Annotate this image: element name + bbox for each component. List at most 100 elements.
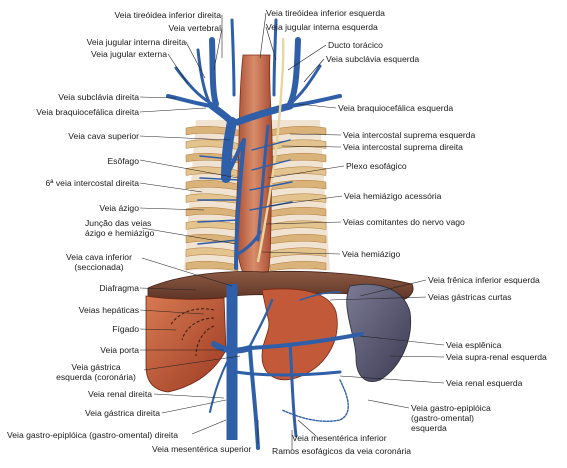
rib-right	[269, 180, 327, 191]
label-comitantes-vago: Veias comitantes do nervo vago	[343, 217, 465, 227]
leader-line	[359, 279, 427, 297]
label-mesenterica-sup: Veia mesentérica superior	[152, 444, 252, 454]
leader-line	[139, 135, 231, 141]
label-intercostal-sup-esq: Veia intercostal suprema esquerda	[343, 130, 476, 140]
label-jugular-ext: Veia jugular externa	[91, 49, 167, 59]
leader-line	[139, 207, 205, 211]
label-juncao-line-1: Junção das veias	[85, 218, 152, 228]
leader-line	[329, 296, 427, 301]
hepatic-veins	[169, 308, 215, 357]
label-tireoidea-inf-esq: Veia tireóidea inferior esquerda	[266, 8, 385, 18]
azygos-system	[197, 117, 293, 270]
leader-line	[161, 399, 227, 414]
label-plexo-esofagico: Plexo esofágico	[346, 161, 407, 171]
leader-line	[267, 165, 345, 179]
leader-line	[139, 96, 177, 99]
leader-line	[265, 221, 342, 225]
leader-line	[139, 309, 205, 315]
leader-line	[213, 27, 223, 71]
label-hepaticas: Veias hepáticas	[78, 305, 139, 315]
label-figado: Fígado	[112, 324, 139, 334]
leader-line	[287, 44, 327, 71]
rib-right	[269, 261, 327, 272]
liver	[145, 295, 227, 393]
leader-line	[261, 251, 341, 255]
label-gastro-epiploica-esq-line-1: Veia gastro-epiplóica	[411, 403, 491, 413]
label-esplenica: Veia esplênica	[446, 340, 502, 350]
label-subclavia-esq: Veia subclávia esquerda	[326, 54, 420, 64]
leader-line	[191, 419, 227, 435]
label-tireoidea-inf-dir: Veia tireóidea inferior direita	[114, 10, 221, 20]
leader-line	[139, 328, 177, 331]
label-cava-sup: Veia cava superior	[68, 131, 139, 141]
rib-right	[269, 153, 327, 164]
label-braquiocefalica-esq: Veia braquiocefálica esquerda	[338, 103, 454, 113]
leader-lines	[139, 12, 445, 450]
label-esofago: Esôfago	[107, 156, 139, 166]
label-hemiazigo-acess: Veia hemiázigo acessória	[344, 191, 442, 201]
label-gastro-epiploica-dir: Veia gastro-epiplóica (gastro-omental) d…	[7, 430, 179, 440]
label-hemiazigo: Veia hemiázigo	[342, 249, 401, 259]
thoracic-duct	[256, 37, 285, 263]
label-azigo: Veia ázigo	[99, 203, 139, 213]
label-cava-inf: Veia cava inferior (seccionada)	[56, 252, 142, 272]
label-gastrica-dir: Veia gástrica direita	[85, 408, 160, 418]
label-mesenterica-inf: Veia mesentérica inferior	[292, 433, 387, 443]
leader-line	[339, 375, 445, 384]
label-jugular-int-esq: Veia jugular interna esquerda	[266, 22, 378, 32]
leader-line	[139, 182, 203, 193]
label-ramos-esofagicos: Ramos esofágicos da veia coronária	[272, 446, 412, 456]
leader-line	[141, 257, 233, 287]
label-intercostal-6: 6ª veia intercostal direita	[45, 178, 139, 188]
leader-line	[267, 195, 343, 207]
label-cava-inf-line-1: Veia cava inferior	[66, 252, 132, 262]
label-gastrica-esq: Veia gástrica esquerda (coronária)	[48, 362, 144, 382]
neck-veins	[166, 18, 342, 126]
label-intercostal-sup-dir: Veia intercostal suprema direita	[343, 142, 463, 152]
rib-right	[269, 234, 327, 245]
leader-line	[141, 227, 237, 245]
label-braquiocefalica-dir: Veia braquiocefálica direita	[36, 107, 139, 117]
leader-line	[297, 103, 337, 109]
label-gastro-epiploica-esq-line-3: esquerda	[411, 423, 447, 433]
label-juncao: Junção das veias ázigo e hemiázigo	[85, 218, 155, 238]
label-gastro-epiploica-esq-line-2: (gastro-omental)	[411, 413, 475, 423]
label-porta: Veia porta	[100, 345, 139, 355]
label-supra-renal-esq: Veia supra-renal esquerda	[446, 352, 547, 362]
rib-right	[269, 207, 327, 218]
leader-line	[139, 287, 197, 291]
label-diafragma: Diafragma	[99, 283, 139, 293]
leader-line	[143, 355, 241, 371]
rib-left	[185, 261, 239, 272]
leader-line	[139, 107, 207, 113]
label-renal-esq: Veia renal esquerda	[446, 378, 523, 388]
label-gastro-epiploica-esq: Veia gastro-epiplóica (gastro-omental) e…	[411, 403, 491, 433]
label-cava-inf-line-2: (seccionada)	[74, 262, 124, 272]
stomach	[261, 288, 338, 381]
portal-system	[209, 291, 364, 450]
label-gastrica-esq-line-1: Veia gástrica	[71, 362, 121, 372]
leader-line	[139, 159, 239, 179]
label-vertebral: Veia vertebral	[168, 23, 221, 33]
leader-line	[297, 419, 317, 437]
label-juncao-line-2: ázigo e hemiázigo	[85, 228, 155, 238]
label-ducto-toracico: Ducto torácico	[328, 40, 383, 50]
label-frenica-inf-esq: Veia frênica inferior esquerda	[428, 275, 540, 285]
leader-line	[153, 393, 225, 399]
rib-right	[269, 166, 327, 177]
rib-right	[269, 193, 327, 204]
leader-line	[185, 41, 206, 79]
leader-line	[265, 26, 277, 61]
leader-line	[259, 12, 267, 59]
leader-line	[281, 145, 342, 148]
label-renal-dir: Veia renal direita	[87, 389, 152, 399]
leader-line	[303, 58, 325, 83]
leader-line	[389, 355, 445, 358]
leader-line	[167, 53, 189, 85]
label-jugular-int-dir: Veia jugular interna direita	[86, 37, 186, 47]
label-gastrica-esq-line-2: esquerda (coronária)	[56, 372, 136, 382]
leader-line	[367, 399, 410, 409]
leader-line	[359, 335, 445, 346]
